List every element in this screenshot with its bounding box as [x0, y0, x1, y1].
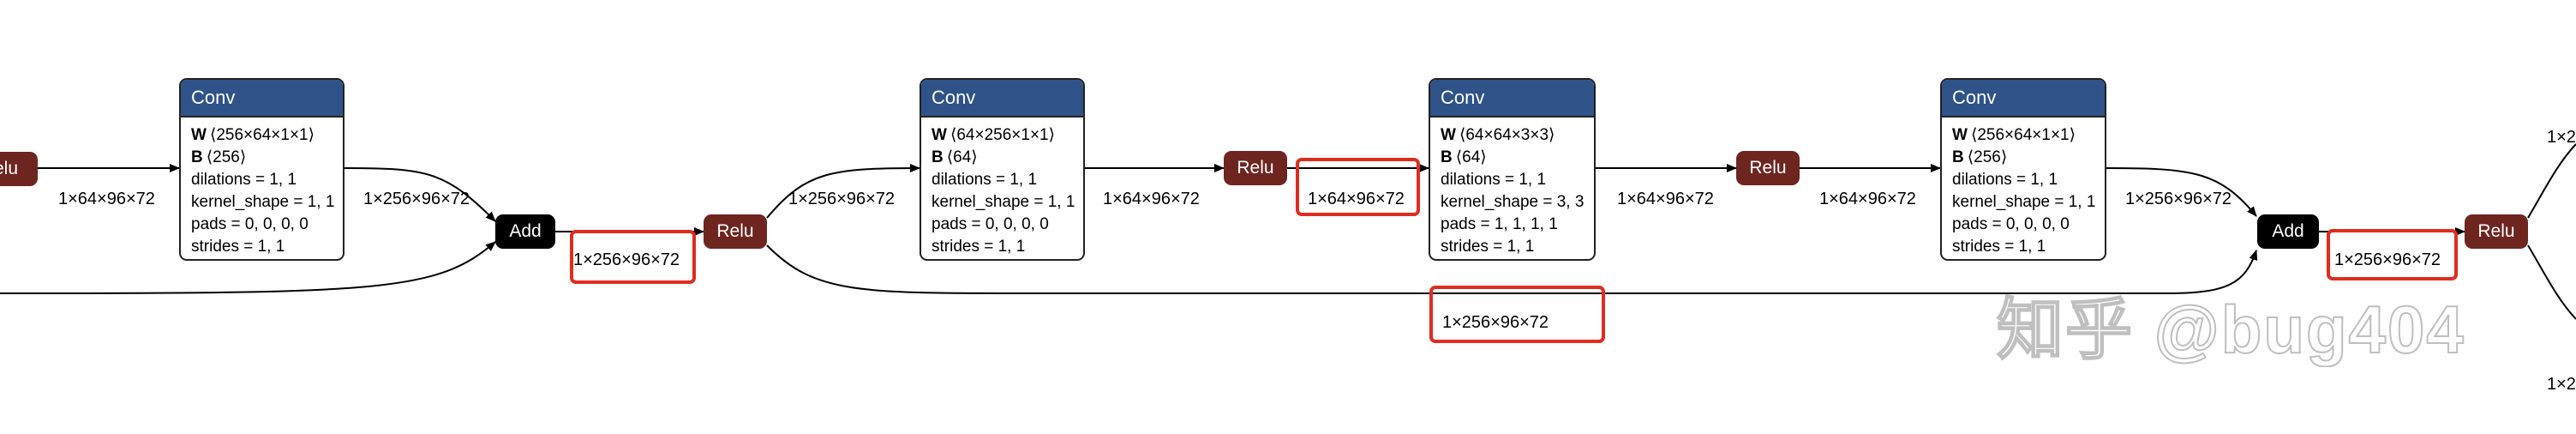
conv-pads: pads = 0, 0, 0, 0: [1952, 215, 2070, 233]
relu-node-3[interactable]: Relu: [1736, 151, 1800, 185]
conv-pads: pads = 0, 0, 0, 0: [932, 215, 1049, 233]
edge-input-add1: [0, 241, 496, 294]
edge-label-add2-relu4: 1×256×96×72: [2334, 250, 2441, 269]
edge-label-conv1-add1: 1×256×96×72: [363, 190, 470, 208]
edge-label-skip: 1×256×96×72: [1442, 313, 1549, 332]
conv-node-title: Conv: [1942, 80, 2105, 118]
edge-label-conv3-relu3: 1×64×96×72: [1617, 190, 1714, 208]
conv-strides: strides = 1, 1: [932, 238, 1026, 256]
conv-node-title: Conv: [921, 80, 1083, 118]
edge-conv1-add1: [344, 167, 496, 222]
conv-bias-row: B⟨64⟩: [1441, 148, 1487, 166]
edge-skip-relu1-add2: [766, 244, 2258, 294]
highlight-box-add2-relu4: [2327, 229, 2458, 280]
highlight-box-add1-relu1: [570, 230, 696, 284]
conv-node-4[interactable]: Conv W⟨256×64×1×1⟩ B⟨256⟩ dilations = 1,…: [1940, 78, 2106, 261]
conv-node-attributes: W⟨64×256×1×1⟩ B⟨64⟩ dilations = 1, 1 ker…: [921, 118, 1083, 258]
conv-weight-row: W⟨256×64×1×1⟩: [191, 126, 315, 144]
conv-node-title: Conv: [1430, 80, 1594, 118]
edge-relu4-out-bottom: [2527, 244, 2576, 320]
conv-bias-row: B⟨64⟩: [932, 148, 978, 166]
conv-weight-row: W⟨256×64×1×1⟩: [1952, 126, 2076, 144]
conv-node-1[interactable]: Conv W⟨256×64×1×1⟩ B⟨256⟩ dilations = 1,…: [179, 78, 344, 261]
conv-kernel-shape: kernel_shape = 1, 1: [191, 193, 335, 211]
relu-node-1[interactable]: Relu: [704, 214, 767, 249]
conv-kernel-shape: kernel_shape = 3, 3: [1441, 193, 1585, 211]
edge-label-conv2-relu2: 1×64×96×72: [1103, 190, 1200, 208]
conv-strides: strides = 1, 1: [1441, 238, 1535, 256]
conv-node-attributes: W⟨256×64×1×1⟩ B⟨256⟩ dilations = 1, 1 ke…: [181, 118, 343, 258]
conv-pads: pads = 0, 0, 0, 0: [191, 215, 309, 233]
edge-label-relu3-conv4: 1×64×96×72: [1819, 190, 1916, 208]
conv-node-3[interactable]: Conv W⟨64×64×3×3⟩ B⟨64⟩ dilations = 1, 1…: [1429, 78, 1596, 261]
conv-kernel-shape: kernel_shape = 1, 1: [932, 193, 1075, 211]
conv-kernel-shape: kernel_shape = 1, 1: [1952, 193, 2096, 211]
conv-node-2[interactable]: Conv W⟨64×256×1×1⟩ B⟨64⟩ dilations = 1, …: [920, 78, 1085, 261]
conv-dilations: dilations = 1, 1: [932, 171, 1038, 189]
relu-node-4[interactable]: Relu: [2465, 214, 2528, 249]
conv-dilations: dilations = 1, 1: [1441, 171, 1547, 189]
highlight-box-skip: [1429, 286, 1605, 343]
conv-pads: pads = 1, 1, 1, 1: [1441, 215, 1558, 233]
relu-node-0[interactable]: elu: [0, 152, 38, 186]
conv-node-attributes: W⟨256×64×1×1⟩ B⟨256⟩ dilations = 1, 1 ke…: [1942, 118, 2105, 258]
conv-strides: strides = 1, 1: [191, 238, 285, 256]
edge-label-conv4-add2: 1×256×96×72: [2125, 190, 2232, 208]
edge-label-relu1-conv2: 1×256×96×72: [788, 190, 896, 208]
edge-label-out-top: 1×2: [2547, 128, 2576, 147]
conv-node-attributes: W⟨64×64×3×3⟩ B⟨64⟩ dilations = 1, 1 kern…: [1430, 118, 1594, 258]
highlight-box-relu2-conv3: [1296, 158, 1420, 216]
relu-node-2[interactable]: Relu: [1224, 151, 1287, 185]
conv-bias-row: B⟨256⟩: [1952, 148, 2008, 166]
add-node-2[interactable]: Add: [2257, 214, 2319, 249]
edge-label-relu2-conv3: 1×64×96×72: [1308, 190, 1405, 208]
add-node-1[interactable]: Add: [495, 214, 555, 249]
conv-weight-row: W⟨64×64×3×3⟩: [1441, 126, 1555, 144]
conv-node-title: Conv: [181, 80, 343, 118]
edge-conv4-add2: [2106, 167, 2257, 217]
edge-label-add1-relu1: 1×256×96×72: [573, 250, 680, 269]
edge-relu1-conv2: [766, 164, 920, 219]
edge-relu4-out-top: [2527, 143, 2576, 219]
watermark: 知乎 @bug404: [1996, 291, 2465, 368]
edge-label-out-bottom: 1×2: [2547, 375, 2576, 394]
edge-label-relu0-conv1: 1×64×96×72: [58, 190, 155, 208]
conv-strides: strides = 1, 1: [1952, 238, 2046, 256]
conv-dilations: dilations = 1, 1: [1952, 171, 2058, 189]
conv-dilations: dilations = 1, 1: [191, 171, 297, 189]
conv-weight-row: W⟨64×256×1×1⟩: [932, 126, 1056, 144]
conv-bias-row: B⟨256⟩: [191, 148, 247, 166]
